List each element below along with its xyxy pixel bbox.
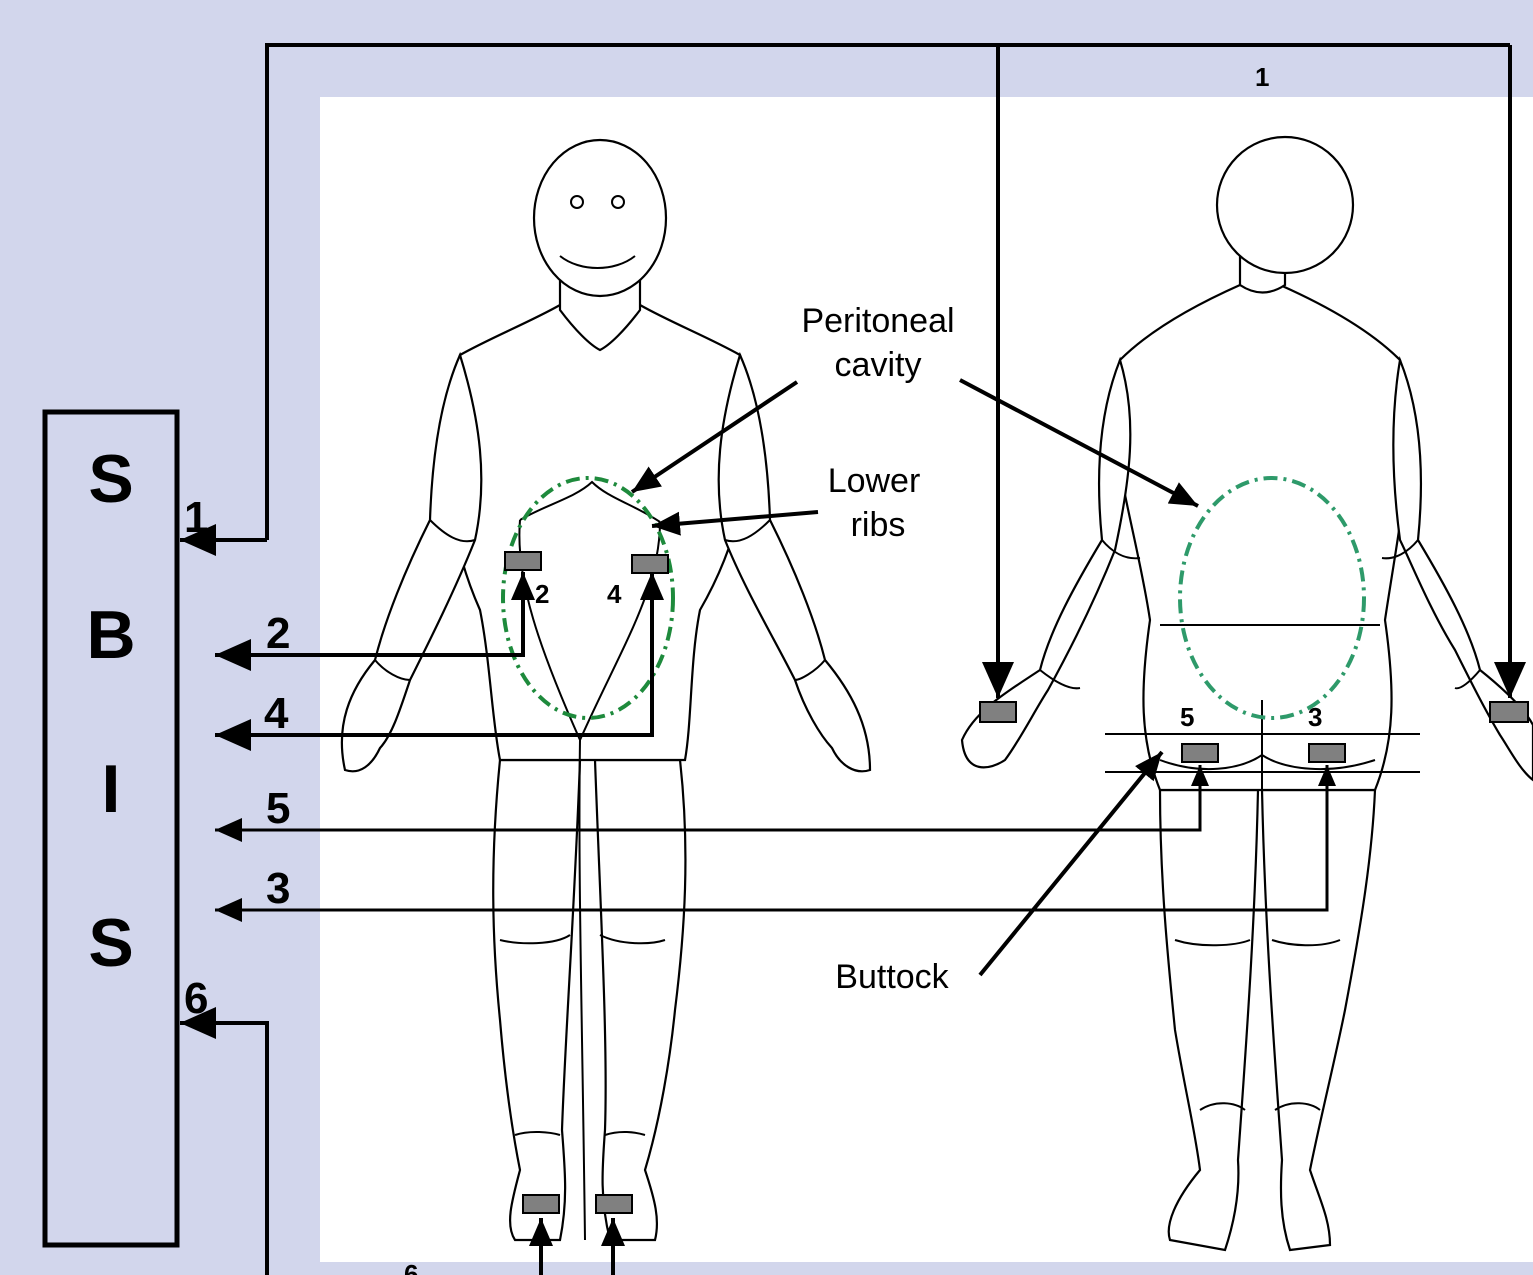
electrode-label-4: 4 [607,579,622,609]
wire-number-5: 5 [266,784,290,833]
electrode-right-wrist [1490,702,1528,722]
electrode-label-3: 3 [1308,702,1322,732]
electrode-left-foot [523,1195,559,1213]
wire-6 [180,1023,267,1275]
callout-ribs-line1: Lower [828,462,921,500]
wire-number-2: 2 [266,609,290,658]
back-head [1217,137,1353,273]
callout-peritoneal-line2: cavity [835,346,922,384]
electrode-5 [1182,744,1218,762]
callout-ribs-line2: ribs [851,506,906,544]
electrode-label-5: 5 [1180,702,1194,732]
front-head [534,140,666,296]
electrode-left-wrist [980,702,1016,722]
callout-peritoneal-line1: Peritoneal [801,302,954,340]
electrode-label-2: 2 [535,579,549,609]
wire-number-3: 3 [266,864,290,913]
device-letter-s2: S [88,905,133,981]
electrode-2 [505,552,541,570]
electrode-right-foot [596,1195,632,1213]
wire-number-1-top: 1 [1255,62,1269,92]
sbis-device-box [45,412,177,1245]
wire-number-4: 4 [264,689,289,738]
wire-number-1: 1 [184,493,208,542]
wire-number-6: 6 [184,974,208,1023]
callout-buttock: Buttock [835,958,949,996]
right-eye-icon [612,196,624,208]
wire-number-6-bottom: 6 [404,1259,418,1275]
electrode-3 [1309,744,1345,762]
electrode-4 [632,555,668,573]
device-letter-i: I [102,751,121,827]
device-letter-b: B [86,597,135,673]
left-eye-icon [571,196,583,208]
device-letter-s1: S [88,441,133,517]
